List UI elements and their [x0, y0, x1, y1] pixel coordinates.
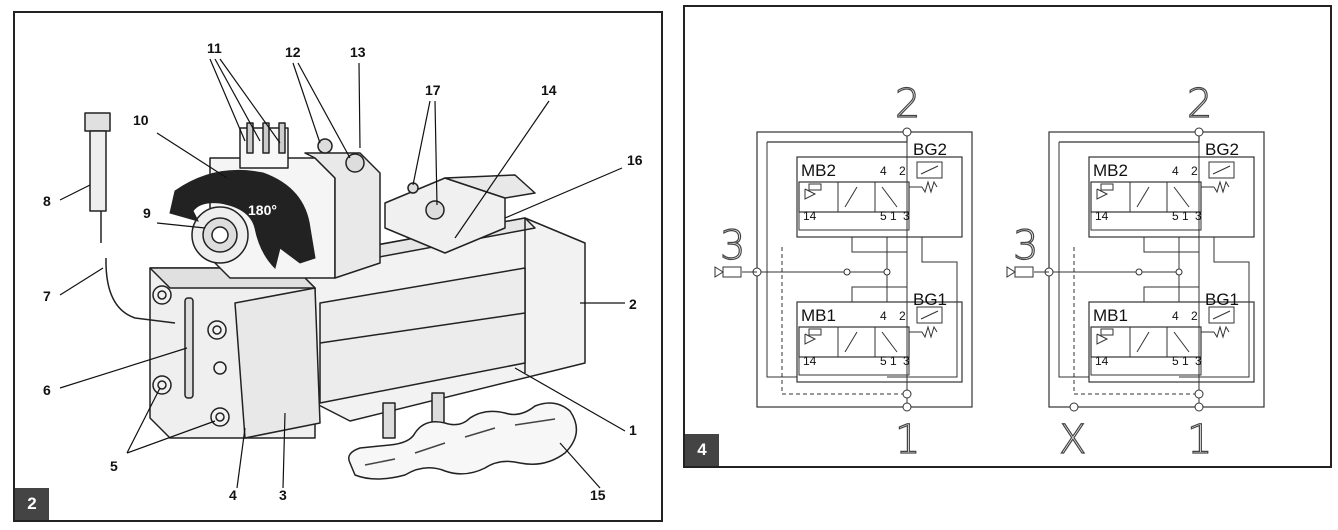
port-2-tag: 2: [1191, 164, 1198, 178]
bg1-label: BG1: [1205, 290, 1239, 309]
exhaust-silencer-right: [1006, 266, 1049, 278]
callout-7: 7: [43, 288, 51, 304]
pilot-14-tag: 14: [1095, 354, 1109, 368]
callout-13: 13: [350, 44, 366, 60]
figure-2-panel: 180° 11 12 1: [13, 11, 663, 522]
bg2-label: BG2: [913, 140, 947, 159]
figure-badge: 4: [685, 434, 719, 466]
port-1-label: 1: [895, 417, 920, 463]
port-2-tag: 2: [899, 164, 906, 178]
port-1-tag: 1: [1182, 209, 1189, 223]
valve-illustration: 180° 11 12 1: [43, 40, 643, 503]
pilot-14-tag: 14: [803, 354, 817, 368]
callout-1: 1: [629, 422, 637, 438]
callout-4: 4: [229, 487, 237, 503]
port-1-tag: 1: [1182, 354, 1189, 368]
callout-15: 15: [590, 487, 606, 503]
figure-4-panel: 2 1 3 2 1 3 X MB2 BG2 MB1 BG1 4 2 5 1 3 …: [683, 5, 1332, 468]
valve-front-face: [319, 267, 526, 404]
port-4-tag: 4: [1172, 309, 1179, 323]
pilot-14-tag: 14: [1095, 209, 1109, 223]
port-1-tag: 1: [890, 209, 897, 223]
port-2-tag: 2: [899, 309, 906, 323]
bg2-label: BG2: [1205, 140, 1239, 159]
slot: [184, 297, 194, 399]
exhaust-silencer-left: [714, 266, 757, 278]
port-1-label: 1: [1187, 417, 1212, 463]
mb1-label: MB1: [1093, 306, 1128, 325]
callout-6: 6: [43, 382, 51, 398]
port-3-tag: 3: [903, 354, 910, 368]
callout-11: 11: [207, 40, 222, 56]
callout-17: 17: [425, 82, 441, 98]
schematic-with-3: [752, 127, 973, 412]
mb1-label: MB1: [801, 306, 836, 325]
pneumatic-schematics: 2 1 3 2 1 3 X MB2 BG2 MB1 BG1 4 2 5 1 3 …: [714, 80, 1265, 464]
connector-plug: [84, 112, 111, 132]
port-2-label: 2: [895, 81, 920, 127]
port-5-tag: 5: [880, 209, 887, 223]
callout-5: 5: [110, 458, 118, 474]
port-x-label: X: [1059, 417, 1086, 463]
port-4-tag: 4: [880, 309, 887, 323]
figure-badge: 2: [15, 488, 49, 520]
port-3-tag: 3: [1195, 354, 1202, 368]
schematic-with-x: [1044, 127, 1265, 412]
pilot-14-tag: 14: [803, 209, 817, 223]
callout-8: 8: [43, 193, 51, 209]
port-4-tag: 4: [880, 164, 887, 178]
port-1-tag: 1: [890, 354, 897, 368]
callout-14: 14: [541, 82, 557, 98]
port-5-tag: 5: [1172, 354, 1179, 368]
port-3-tag: 3: [903, 209, 910, 223]
port-3-tag: 3: [1195, 209, 1202, 223]
rotation-arrow: [169, 169, 316, 269]
gasket: [348, 402, 578, 480]
port-3-label: 3: [1013, 223, 1038, 269]
callout-9: 9: [143, 205, 151, 221]
port-2-label: 2: [1187, 81, 1212, 127]
port-2-tag: 2: [1191, 309, 1198, 323]
port-5-tag: 5: [880, 354, 887, 368]
callout-10: 10: [133, 112, 149, 128]
port-4-tag: 4: [1172, 164, 1179, 178]
rotation-label: 180°: [248, 202, 277, 218]
callout-12: 12: [285, 44, 301, 60]
port-3-label: 3: [720, 223, 745, 269]
mb2-label: MB2: [1093, 161, 1128, 180]
bg1-label: BG1: [913, 290, 947, 309]
callout-3: 3: [279, 487, 287, 503]
callout-2: 2: [629, 296, 637, 312]
mb2-label: MB2: [801, 161, 836, 180]
port-5-tag: 5: [1172, 209, 1179, 223]
callout-16: 16: [627, 152, 643, 168]
